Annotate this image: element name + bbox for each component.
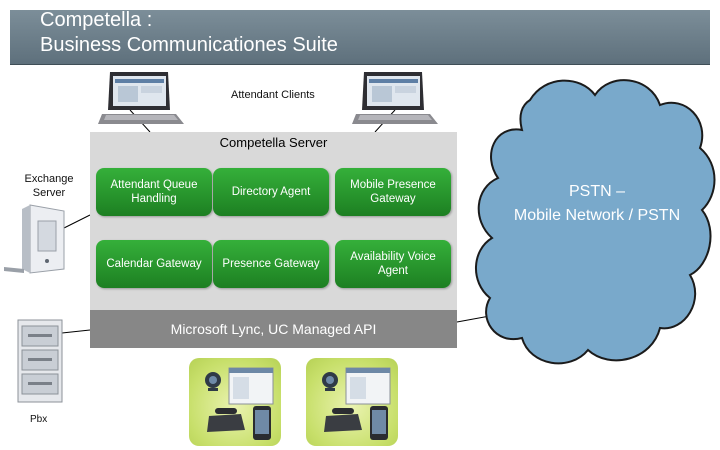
title-line-2: Business Communicationes Suite <box>40 34 338 56</box>
exchange-server-label: Exchange Server <box>14 172 84 200</box>
api-bar <box>90 310 457 348</box>
exchange-label-line: Server <box>32 187 66 199</box>
api-label: Microsoft Lync, UC Managed API <box>170 321 377 337</box>
attendant-clients-label: Attendant Clients <box>231 89 315 101</box>
module-label: Agent <box>377 265 409 277</box>
computer-monitor-icon <box>98 72 184 124</box>
mini-window-icon <box>228 367 274 405</box>
module-calendar-gateway: Calendar Gateway <box>96 240 212 288</box>
server-tower-icon <box>4 204 65 274</box>
pbx-label: Pbx <box>30 414 48 425</box>
webcam-icon <box>205 372 221 391</box>
title-line-1: Competella : <box>40 9 153 31</box>
computer-monitor-icon <box>352 72 438 124</box>
mini-window-icon <box>345 367 391 405</box>
module-label: Directory Agent <box>231 186 311 198</box>
page-title: Competella : Business Communicationes Su… <box>40 8 338 58</box>
cloud-line-2: Mobile Network / PSTN <box>513 207 681 224</box>
module-label: Gateway <box>370 193 416 205</box>
module-presence-gateway: Presence Gateway <box>213 240 329 288</box>
device-bundle-icons-left <box>205 367 274 440</box>
desk-phone-icon <box>324 408 362 432</box>
title-bar <box>10 10 710 65</box>
exchange-connector <box>59 214 91 231</box>
module-label: Handling <box>131 193 177 205</box>
smartphone-icon <box>253 406 271 440</box>
module-label: Availability Voice <box>350 251 436 263</box>
module-label: Presence Gateway <box>222 258 320 270</box>
cloud-line-1: PSTN – <box>568 183 625 200</box>
pbx-connector <box>61 329 91 334</box>
module-label: Calendar Gateway <box>106 258 202 270</box>
module-directory-agent: Directory Agent <box>213 168 329 216</box>
cloud-icon <box>475 79 716 365</box>
server-title: Competella Server <box>219 135 328 150</box>
pbx-cabinet-icon <box>17 319 63 403</box>
module-label: Mobile Presence <box>350 179 436 191</box>
smartphone-icon <box>370 406 388 440</box>
pstn-cloud-label: PSTN – Mobile Network / PSTN <box>482 180 712 228</box>
module-label: Attendant Queue <box>110 179 198 191</box>
exchange-label-line: Exchange <box>24 173 74 185</box>
desk-phone-icon <box>207 408 245 432</box>
device-bundle-icons-right <box>322 367 391 440</box>
webcam-icon <box>322 372 338 391</box>
